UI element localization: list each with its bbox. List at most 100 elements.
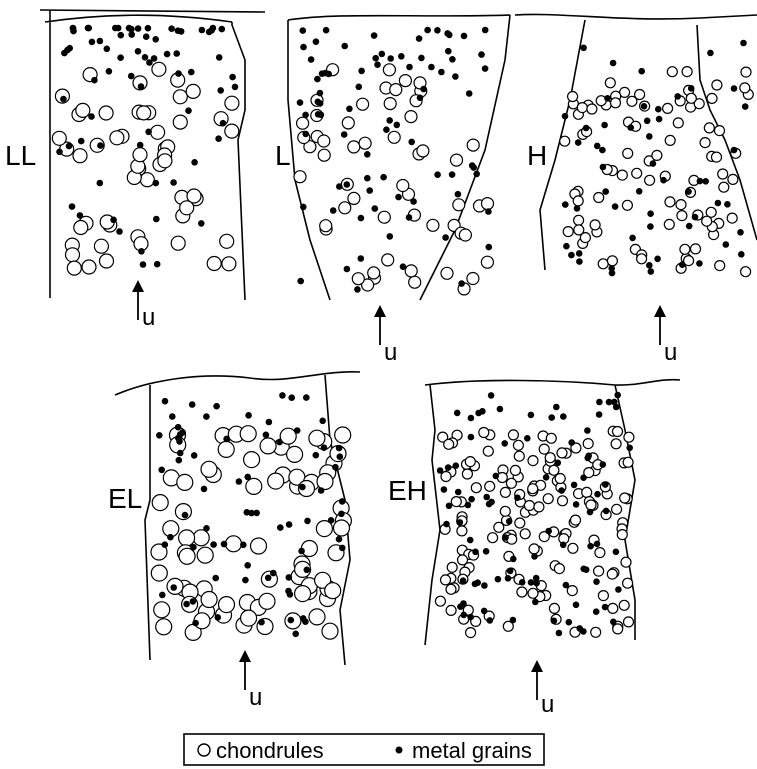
- metal-grain: [594, 143, 601, 150]
- chondrule: [704, 123, 714, 133]
- metal-grain: [61, 50, 68, 57]
- chondrule: [74, 221, 88, 235]
- metal-grain: [322, 70, 329, 77]
- metal-grain: [600, 164, 607, 171]
- metal-grain: [321, 444, 328, 451]
- metal-grain: [185, 107, 192, 114]
- metal-grain: [159, 592, 166, 599]
- chondrule: [528, 484, 538, 494]
- metal-grain: [339, 498, 346, 505]
- metal-grain: [177, 450, 184, 457]
- metal-grain: [696, 260, 703, 267]
- metal-grain: [154, 261, 161, 268]
- chondrule: [617, 170, 627, 180]
- chondrule: [624, 432, 634, 442]
- metal-grain: [558, 487, 565, 494]
- metal-grain: [654, 255, 661, 262]
- metal-grain: [481, 582, 488, 589]
- metal-grain: [424, 27, 431, 34]
- metal-grain: [606, 399, 613, 406]
- metal-grain: [731, 147, 738, 154]
- metal-grain: [545, 528, 552, 535]
- metal-grain: [602, 604, 609, 611]
- metal-grain: [457, 603, 464, 610]
- metal-grain: [328, 517, 335, 524]
- chondrule: [586, 500, 596, 510]
- panel-el: EL u: [108, 372, 360, 711]
- metal-grain: [97, 180, 104, 187]
- chondrule: [417, 145, 429, 157]
- metal-grain: [56, 149, 63, 156]
- chondrule: [301, 541, 317, 557]
- chondrule: [409, 276, 421, 288]
- chondrule: [446, 584, 456, 594]
- metal-grain: [501, 440, 508, 447]
- metal-grain: [358, 255, 365, 262]
- metal-grain: [469, 162, 476, 169]
- metal-grain: [610, 60, 617, 67]
- metal-grain: [379, 51, 386, 58]
- panel-h-flow-label: u: [664, 339, 677, 366]
- metal-grain: [568, 439, 575, 446]
- metal-grain: [138, 83, 145, 90]
- metal-grain: [176, 457, 183, 464]
- metal-grain: [219, 26, 226, 33]
- metal-grain: [454, 410, 461, 417]
- metal-grain: [580, 474, 587, 481]
- chondrule: [294, 171, 306, 183]
- metal-grain: [70, 28, 77, 35]
- metal-grain: [117, 54, 124, 61]
- metal-grain: [387, 55, 394, 62]
- metal-grain: [548, 414, 555, 421]
- metal-grain: [229, 74, 236, 81]
- chondrule: [241, 610, 257, 626]
- chondrule: [76, 103, 90, 117]
- chondrule: [447, 562, 457, 572]
- chondrule: [712, 80, 722, 90]
- chondrule: [594, 566, 604, 576]
- metal-grain: [560, 542, 567, 549]
- chondrule: [574, 215, 584, 225]
- chondrule: [110, 131, 124, 145]
- chondrule: [607, 569, 617, 579]
- metal-grain: [303, 394, 310, 401]
- panel-l-flow-label: u: [384, 339, 397, 366]
- metal-grain: [386, 117, 393, 124]
- metal-grain: [380, 174, 387, 181]
- chondrule: [549, 603, 559, 613]
- chondrule: [405, 265, 417, 277]
- chondrule: [673, 118, 683, 128]
- metal-grain: [737, 229, 744, 236]
- chondrule: [158, 154, 172, 168]
- chondrule: [154, 602, 170, 618]
- metal-grain: [441, 486, 448, 493]
- chondrule: [444, 439, 454, 449]
- metal-grain: [408, 139, 415, 146]
- chondrule: [712, 152, 722, 162]
- metal-grain: [627, 124, 634, 131]
- metal-grain: [297, 278, 304, 285]
- chondrule: [598, 259, 608, 269]
- panel-eh: EH u: [388, 380, 680, 718]
- metal-grain: [88, 113, 95, 120]
- chondrule: [664, 219, 674, 229]
- chondrule: [741, 67, 751, 77]
- metal-grain: [656, 116, 663, 123]
- metal-grain: [178, 28, 185, 35]
- metal-grain: [574, 205, 581, 212]
- metal-grain: [170, 584, 177, 591]
- metal-grain: [563, 243, 570, 250]
- metal-grain: [182, 512, 189, 519]
- chondrule: [741, 267, 751, 277]
- metal-grain: [263, 432, 270, 439]
- chondrule: [295, 586, 311, 602]
- chondrule: [397, 180, 409, 192]
- metal-grain: [560, 413, 567, 420]
- metal-grain: [189, 401, 196, 408]
- metal-grain: [190, 598, 197, 605]
- metal-grain: [203, 525, 210, 532]
- metal-grain: [449, 171, 456, 178]
- metal-grain: [110, 217, 117, 224]
- chondrule: [151, 125, 165, 139]
